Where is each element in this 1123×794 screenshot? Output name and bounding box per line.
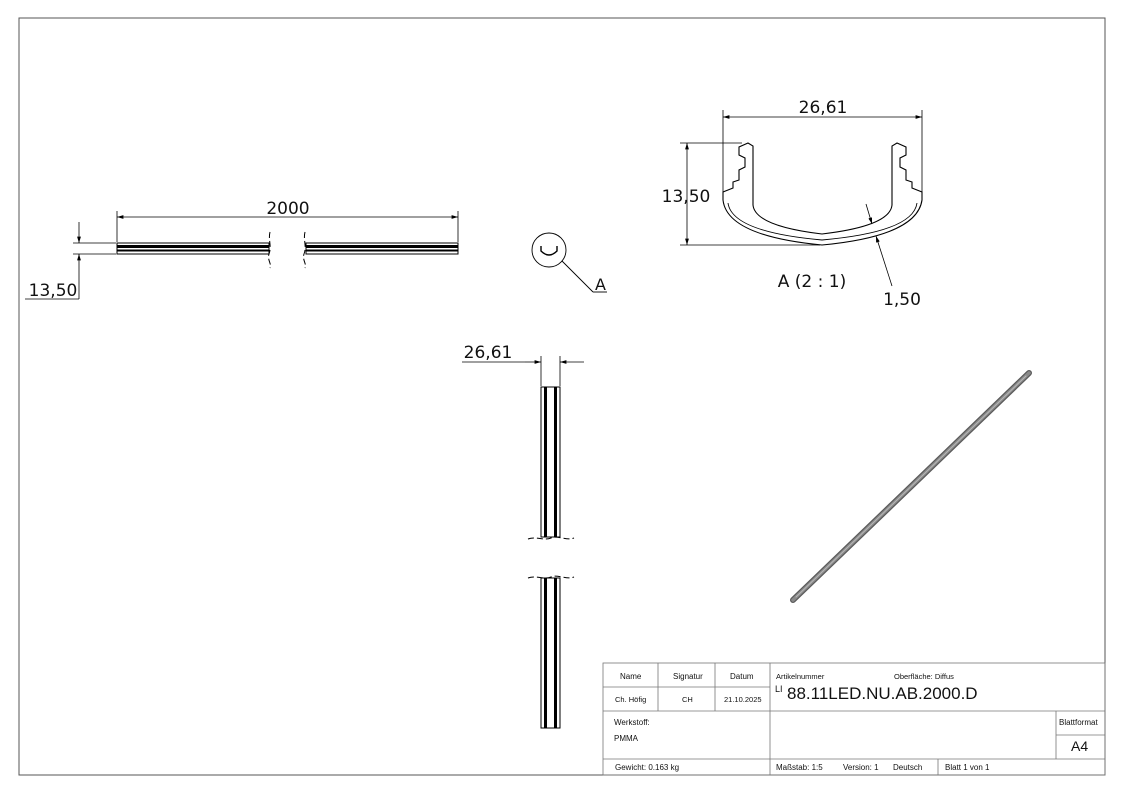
top-bar-upper: [540, 386, 561, 538]
side-break-right: [303, 231, 306, 269]
top-bar-lower: [540, 577, 561, 729]
detail-circle: [531, 232, 567, 268]
side-length-dim: 2000: [266, 199, 309, 219]
detail-height-dim: 13,50: [662, 187, 711, 207]
side-bar-right: [305, 242, 459, 255]
detail-title: A (2 : 1): [778, 272, 846, 292]
title-block-frame: [602, 662, 1106, 776]
detail-width-dim: 26,61: [799, 98, 848, 118]
side-break-left: [268, 231, 271, 269]
version: Version: 1: [843, 763, 879, 772]
top-break-lower: [527, 575, 575, 579]
side-view: 2000 13,50: [25, 199, 459, 301]
value-datum: 21.10.2025: [724, 695, 762, 704]
blattformat-value: A4: [1071, 738, 1089, 754]
value-signatur: CH: [682, 695, 693, 704]
detail-view: 26,61 13,50 1,50 A (2 : 1): [662, 98, 923, 310]
article-number: 88.11LED.NU.AB.2000.D: [787, 684, 978, 703]
sheet-border: [18, 17, 1106, 776]
top-break-upper: [527, 536, 575, 540]
value-name: Ch. Höfig: [615, 695, 647, 704]
header-datum: Datum: [730, 672, 754, 681]
detail-marker: A: [531, 232, 607, 294]
header-name: Name: [620, 672, 642, 681]
isometric-view: [790, 370, 1032, 603]
detail-marker-label: A: [595, 275, 606, 294]
artikelnummer-label: Artikelnummer: [776, 672, 825, 681]
blattformat-label: Blattformat: [1059, 718, 1098, 727]
werkstoff-value: PMMA: [614, 734, 638, 743]
oberflaeche: Oberfläche: Diffus: [894, 672, 954, 681]
header-signatur: Signatur: [673, 672, 703, 681]
blatt: Blatt 1 von 1: [945, 763, 990, 772]
werkstoff-label: Werkstoff:: [614, 718, 650, 727]
gewicht: Gewicht: 0.163 kg: [615, 763, 680, 772]
side-height-dim: 13,50: [29, 281, 78, 301]
top-width-dim: 26,61: [464, 343, 513, 363]
detail-profile: [722, 142, 923, 246]
article-prefix: LI: [775, 684, 783, 694]
detail-wall-dim: 1,50: [883, 290, 921, 310]
massstab: Maßstab: 1:5: [776, 763, 823, 772]
sprache: Deutsch: [893, 763, 923, 772]
side-bar-left: [116, 242, 270, 255]
top-view: 26,61: [462, 343, 584, 729]
